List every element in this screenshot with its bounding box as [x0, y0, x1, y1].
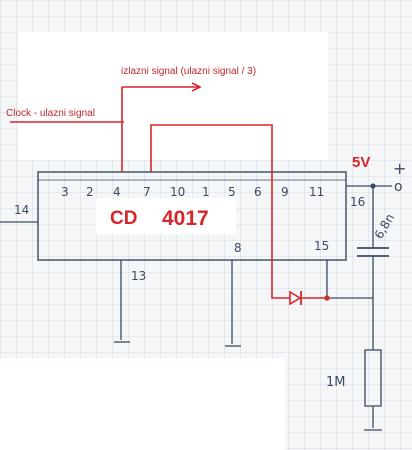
pin-label-15: 15 — [314, 239, 329, 253]
supply-junction-dot — [370, 183, 376, 189]
pin-label-4: 4 — [113, 185, 121, 199]
output-arrowhead — [191, 82, 202, 92]
pin-label-11: 11 — [309, 185, 324, 199]
output-signal-label: izlazni signal (ulazni signal / 3) — [121, 66, 256, 77]
white-bottom-area — [0, 358, 285, 450]
white-label-area — [18, 32, 328, 160]
chip-name-prefix: CD — [110, 208, 137, 229]
resistor-value: 1M — [326, 375, 346, 390]
supply-voltage-label: 5V — [352, 154, 370, 171]
pin-label-3: 3 — [61, 185, 69, 199]
pin-label-1: 1 — [202, 185, 210, 199]
chip-name-number: 4017 — [162, 207, 209, 230]
diode-junction-dot — [324, 295, 330, 301]
ic-body — [37, 171, 347, 261]
pin-label-7: 7 — [143, 185, 151, 199]
pin-label-8: 8 — [234, 241, 242, 255]
chip-label-area — [96, 198, 236, 234]
pin-label-5: 5 — [228, 185, 236, 199]
pin-label-14: 14 — [14, 203, 29, 217]
pin-label-10: 10 — [170, 185, 185, 199]
pin-label-9: 9 — [281, 185, 289, 199]
clock-input-label: Clock - ulazni signal — [6, 108, 95, 119]
diode-triangle — [289, 290, 302, 306]
plus-sign: + — [393, 159, 406, 178]
supply-terminal: o — [394, 179, 403, 195]
pin-label-13: 13 — [131, 269, 146, 283]
pin-label-2: 2 — [86, 185, 94, 199]
pin7-reset-wire — [150, 124, 290, 299]
pin-label-16: 16 — [350, 195, 365, 209]
pin-label-6: 6 — [254, 185, 262, 199]
